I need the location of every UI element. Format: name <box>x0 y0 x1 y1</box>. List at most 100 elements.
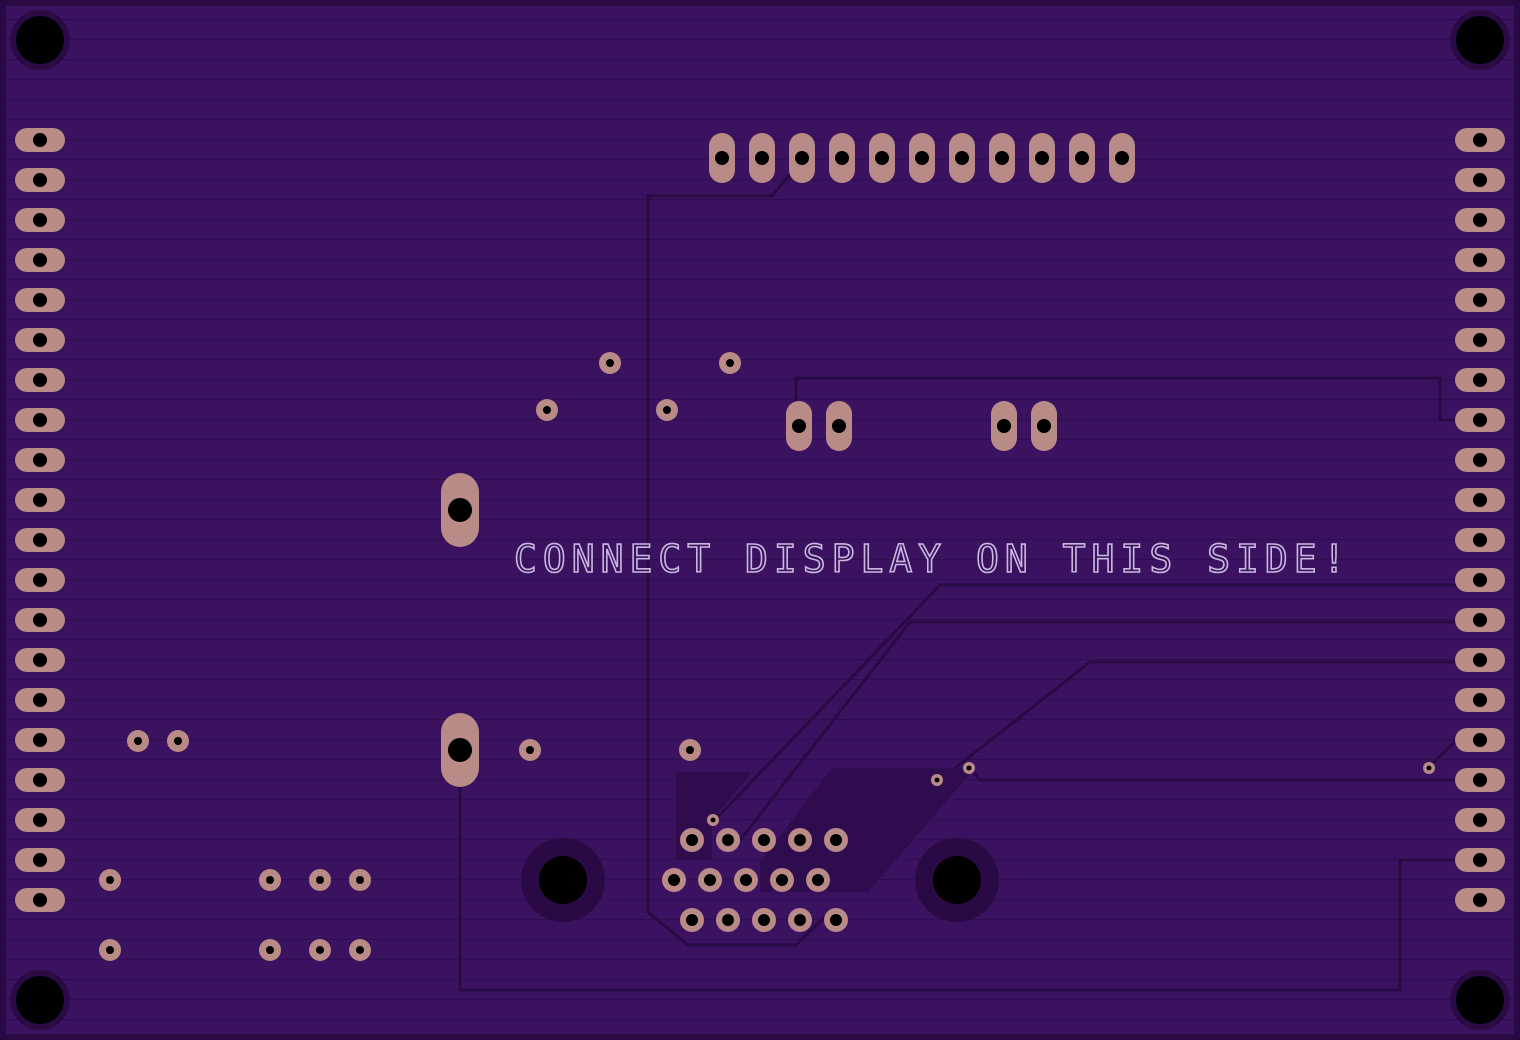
drill-hole <box>830 914 842 926</box>
drill-hole <box>997 419 1011 433</box>
connector-hole <box>933 856 981 904</box>
drill-hole <box>106 946 114 954</box>
drill-hole <box>966 765 972 771</box>
mounting-hole <box>16 976 64 1024</box>
drill-hole <box>1473 333 1487 347</box>
drill-hole <box>33 733 47 747</box>
drill-hole <box>33 493 47 507</box>
drill-hole <box>33 293 47 307</box>
drill-hole <box>668 874 680 886</box>
drill-hole <box>1473 613 1487 627</box>
trace-long-bottom <box>458 750 1462 992</box>
drill-hole <box>663 406 671 414</box>
drill-hole <box>1473 293 1487 307</box>
drill-hole <box>33 653 47 667</box>
drill-hole <box>1037 419 1051 433</box>
drill-hole <box>1473 733 1487 747</box>
drill-hole <box>722 834 734 846</box>
drill-hole <box>812 874 824 886</box>
drill-hole <box>794 914 806 926</box>
mounting-hole <box>1456 976 1504 1024</box>
drill-hole <box>106 876 114 884</box>
drill-hole <box>33 333 47 347</box>
drill-hole <box>316 876 324 884</box>
drill-hole <box>1075 151 1089 165</box>
drill-hole <box>266 946 274 954</box>
trace-top-right <box>794 376 1462 425</box>
drill-hole <box>33 893 47 907</box>
silkscreen-label: CONNECT DISPLAY ON THIS SIDE! <box>514 537 1351 581</box>
drill-hole <box>1115 151 1129 165</box>
mounting-hole <box>16 16 64 64</box>
drill-hole <box>830 834 842 846</box>
drill-hole <box>1473 173 1487 187</box>
drill-hole <box>33 533 47 547</box>
drill-hole <box>934 777 940 783</box>
drill-hole <box>33 693 47 707</box>
drill-hole <box>1473 253 1487 267</box>
drill-hole <box>356 876 364 884</box>
mounting-hole <box>1456 16 1504 64</box>
drill-hole <box>33 173 47 187</box>
drill-hole <box>704 874 716 886</box>
drill-hole <box>1473 373 1487 387</box>
drill-hole <box>726 359 734 367</box>
trace-diagonal-1 <box>713 583 1462 822</box>
drill-hole <box>710 817 716 823</box>
drill-hole <box>722 914 734 926</box>
drill-hole <box>33 373 47 387</box>
drill-hole <box>526 746 534 754</box>
drill-hole <box>686 834 698 846</box>
drill-hole <box>686 914 698 926</box>
drill-hole <box>266 876 274 884</box>
drill-hole <box>995 151 1009 165</box>
drill-hole <box>134 737 142 745</box>
drill-hole <box>1473 653 1487 667</box>
drill-hole <box>1426 765 1432 771</box>
drill-hole <box>33 133 47 147</box>
drill-hole <box>1473 893 1487 907</box>
connector-hole <box>539 856 587 904</box>
drill-hole <box>1473 213 1487 227</box>
drill-hole <box>316 946 324 954</box>
mounting-holes <box>10 10 1510 1030</box>
drill-hole <box>33 613 47 627</box>
drill-hole <box>955 151 969 165</box>
drill-hole <box>755 151 769 165</box>
drill-hole <box>758 914 770 926</box>
drill-hole <box>543 406 551 414</box>
drill-hole <box>795 151 809 165</box>
drill-hole <box>915 151 929 165</box>
drill-hole <box>1473 573 1487 587</box>
drill-hole <box>792 419 806 433</box>
drill-hole <box>832 419 846 433</box>
drill-hole <box>875 151 889 165</box>
drill-hole <box>33 853 47 867</box>
drill-hole <box>1473 493 1487 507</box>
drill-hole <box>758 834 770 846</box>
drill-hole <box>686 746 694 754</box>
drill-hole <box>1473 453 1487 467</box>
drill-hole <box>174 737 182 745</box>
drill-hole <box>1473 693 1487 707</box>
drill-hole <box>1473 533 1487 547</box>
drill-hole <box>356 946 364 954</box>
drill-hole <box>1473 773 1487 787</box>
drill-hole <box>740 874 752 886</box>
drill-hole <box>33 253 47 267</box>
drill-hole <box>33 813 47 827</box>
drill-hole <box>1473 133 1487 147</box>
drill-hole <box>715 151 729 165</box>
drill-hole <box>33 453 47 467</box>
drill-hole <box>776 874 788 886</box>
trace-diagonal-3 <box>939 660 1462 782</box>
trace-diagonal-2 <box>738 620 1462 841</box>
drill-hole <box>1473 813 1487 827</box>
drill-hole <box>33 213 47 227</box>
drill-hole <box>606 359 614 367</box>
drill-hole <box>1473 853 1487 867</box>
copper-zone-2 <box>760 768 975 892</box>
pads <box>15 128 1505 961</box>
